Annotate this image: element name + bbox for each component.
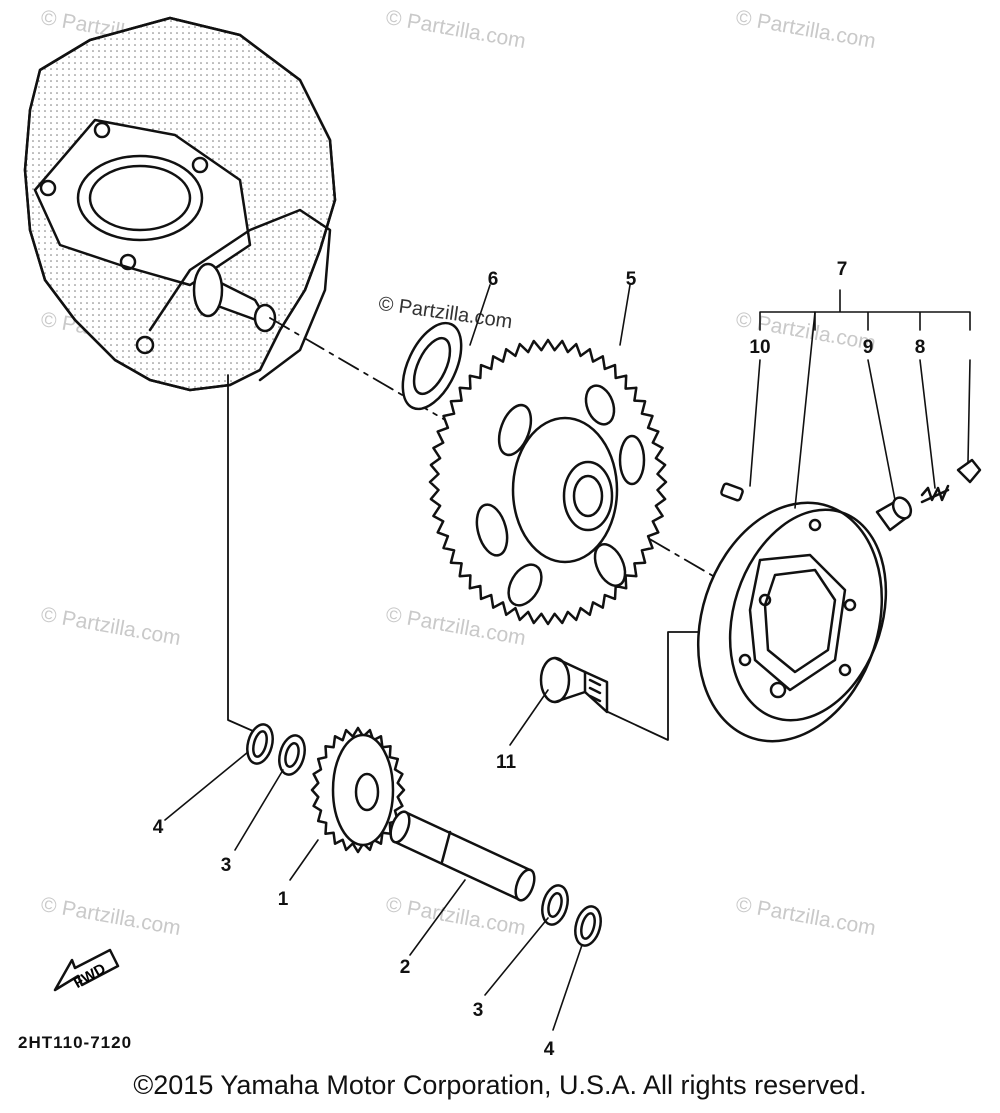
leader-lines	[164, 284, 971, 1031]
copyright-notice: ©2015 Yamaha Motor Corporation, U.S.A. A…	[133, 1070, 867, 1100]
callout-10: 10	[749, 337, 771, 358]
callout-4-upper: 4	[152, 817, 164, 838]
fwd-arrow-icon	[53, 948, 120, 992]
part-5-starter-wheel-gear	[428, 338, 668, 626]
callout-2: 2	[399, 957, 411, 978]
callout-5: 5	[625, 269, 637, 290]
part-7-starter-clutch	[696, 501, 888, 743]
callout-7: 7	[836, 259, 848, 280]
callout-9: 9	[862, 337, 874, 358]
part-10-roller	[720, 482, 744, 502]
part-6-washer	[401, 321, 463, 411]
part-2-idler-shaft	[389, 810, 536, 902]
part-4-circlip-upper	[246, 723, 274, 765]
part-9-plunger	[875, 496, 913, 532]
part-1-idler-gear	[310, 726, 406, 854]
part-8-spring	[920, 484, 950, 504]
part-4-circlip-lower	[574, 905, 602, 947]
callout-3-upper: 3	[220, 855, 232, 876]
part-3-washer-lower	[541, 884, 569, 926]
diagram-code: 2HT110-7120	[18, 1033, 133, 1052]
part-3-washer-upper	[278, 734, 306, 776]
callout-3-lower: 3	[472, 1000, 484, 1021]
bolt-reference-line	[607, 631, 701, 741]
callout-6: 6	[487, 269, 499, 290]
reference-line	[227, 374, 263, 736]
callout-4-lower: 4	[543, 1039, 555, 1060]
callout-8: 8	[914, 337, 926, 358]
part-11-bolt	[539, 656, 609, 714]
callout-11: 11	[495, 752, 517, 773]
callout-1: 1	[277, 889, 289, 910]
engine-crankcase	[23, 16, 337, 392]
part-8-cap	[956, 458, 982, 484]
